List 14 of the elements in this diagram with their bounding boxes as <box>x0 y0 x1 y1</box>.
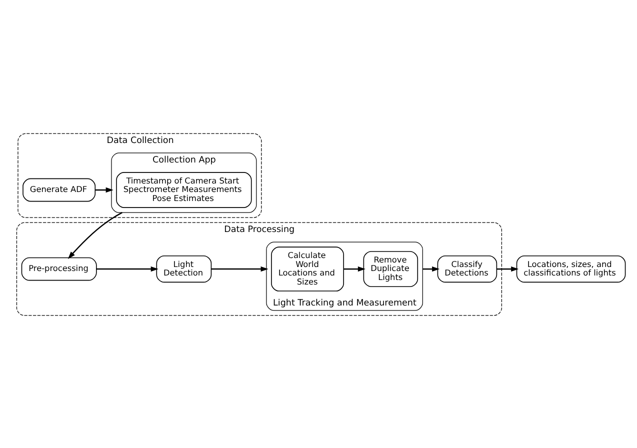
node-box: Timestamp of Camera Start Spectrometer Measurements Pose Estimates <box>116 172 252 208</box>
arrow <box>496 266 519 272</box>
node-box: Calculate World Locations and Sizes <box>271 246 344 291</box>
arrow <box>211 266 268 272</box>
node-box: Light Detection <box>156 254 212 282</box>
arrow <box>344 266 366 272</box>
node-box: Locations, sizes, and classifications of lights <box>516 254 626 282</box>
node-box: Remove Duplicate Lights <box>363 250 418 287</box>
node-box: Pre-processing <box>21 256 97 280</box>
node-box: Classify Detections <box>437 254 498 282</box>
arrow <box>422 266 440 272</box>
node-box: Generate ADF <box>22 178 96 202</box>
arrow <box>95 186 114 192</box>
arrow <box>96 266 158 272</box>
